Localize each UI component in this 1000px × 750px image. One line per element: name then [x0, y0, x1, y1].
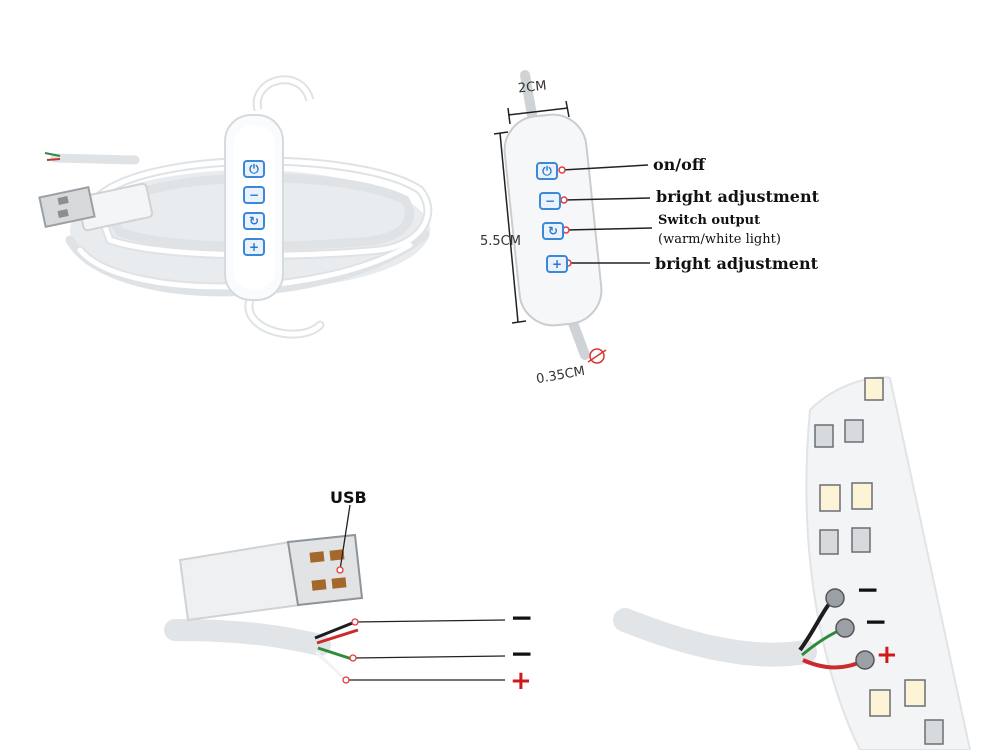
usb-wire-minus-2: −: [510, 637, 534, 670]
width-dimension-label: 2CM: [517, 78, 548, 97]
coil-plus-button-icon: +: [243, 238, 265, 256]
callout-bright-adjustment-minus: bright adjustment: [656, 187, 819, 206]
coil-minus-button-icon: −: [243, 186, 265, 204]
cable-coil-drawing: [38, 75, 433, 339]
usb-wiring-photo: USB − − +: [164, 480, 550, 710]
strip-pad-plus: +: [876, 640, 898, 670]
strip-pad-minus-2: −: [864, 605, 888, 638]
callout-bright-adjustment-plus: bright adjustment: [655, 254, 818, 273]
plus-icon: +: [546, 255, 568, 273]
usb-wiring-drawing: [164, 504, 506, 684]
minus-icon: −: [539, 192, 561, 210]
strip-pad-minus-1: −: [856, 573, 880, 606]
led-strip-photo: − − +: [613, 370, 1000, 750]
power-icon: ⏻: [536, 162, 558, 180]
callout-switch-output: Switch output: [658, 213, 761, 228]
usb-label: USB: [330, 488, 367, 507]
callout-on-off: on/off: [653, 155, 705, 174]
usb-wire-minus-1: −: [510, 601, 534, 634]
cable-coil-photo: ⏻ − ↻ +: [0, 0, 470, 360]
coil-cycle-button-icon: ↻: [243, 212, 265, 230]
led-strip-drawing: [613, 376, 972, 750]
length-dimension-label: 5.5CM: [480, 234, 521, 249]
callout-lines: [561, 164, 653, 264]
dimmer-diagram: ⏻ − ↻ + 2CM 5.5CM 0.35CM on/off bright a…: [470, 60, 1000, 400]
coil-power-button-icon: ⏻: [243, 160, 265, 178]
dimmer-diagram-drawing: [493, 70, 653, 364]
cycle-icon: ↻: [542, 222, 564, 240]
callout-switch-output-sub: (warm/white light): [658, 232, 781, 247]
usb-wire-plus: +: [510, 666, 532, 696]
